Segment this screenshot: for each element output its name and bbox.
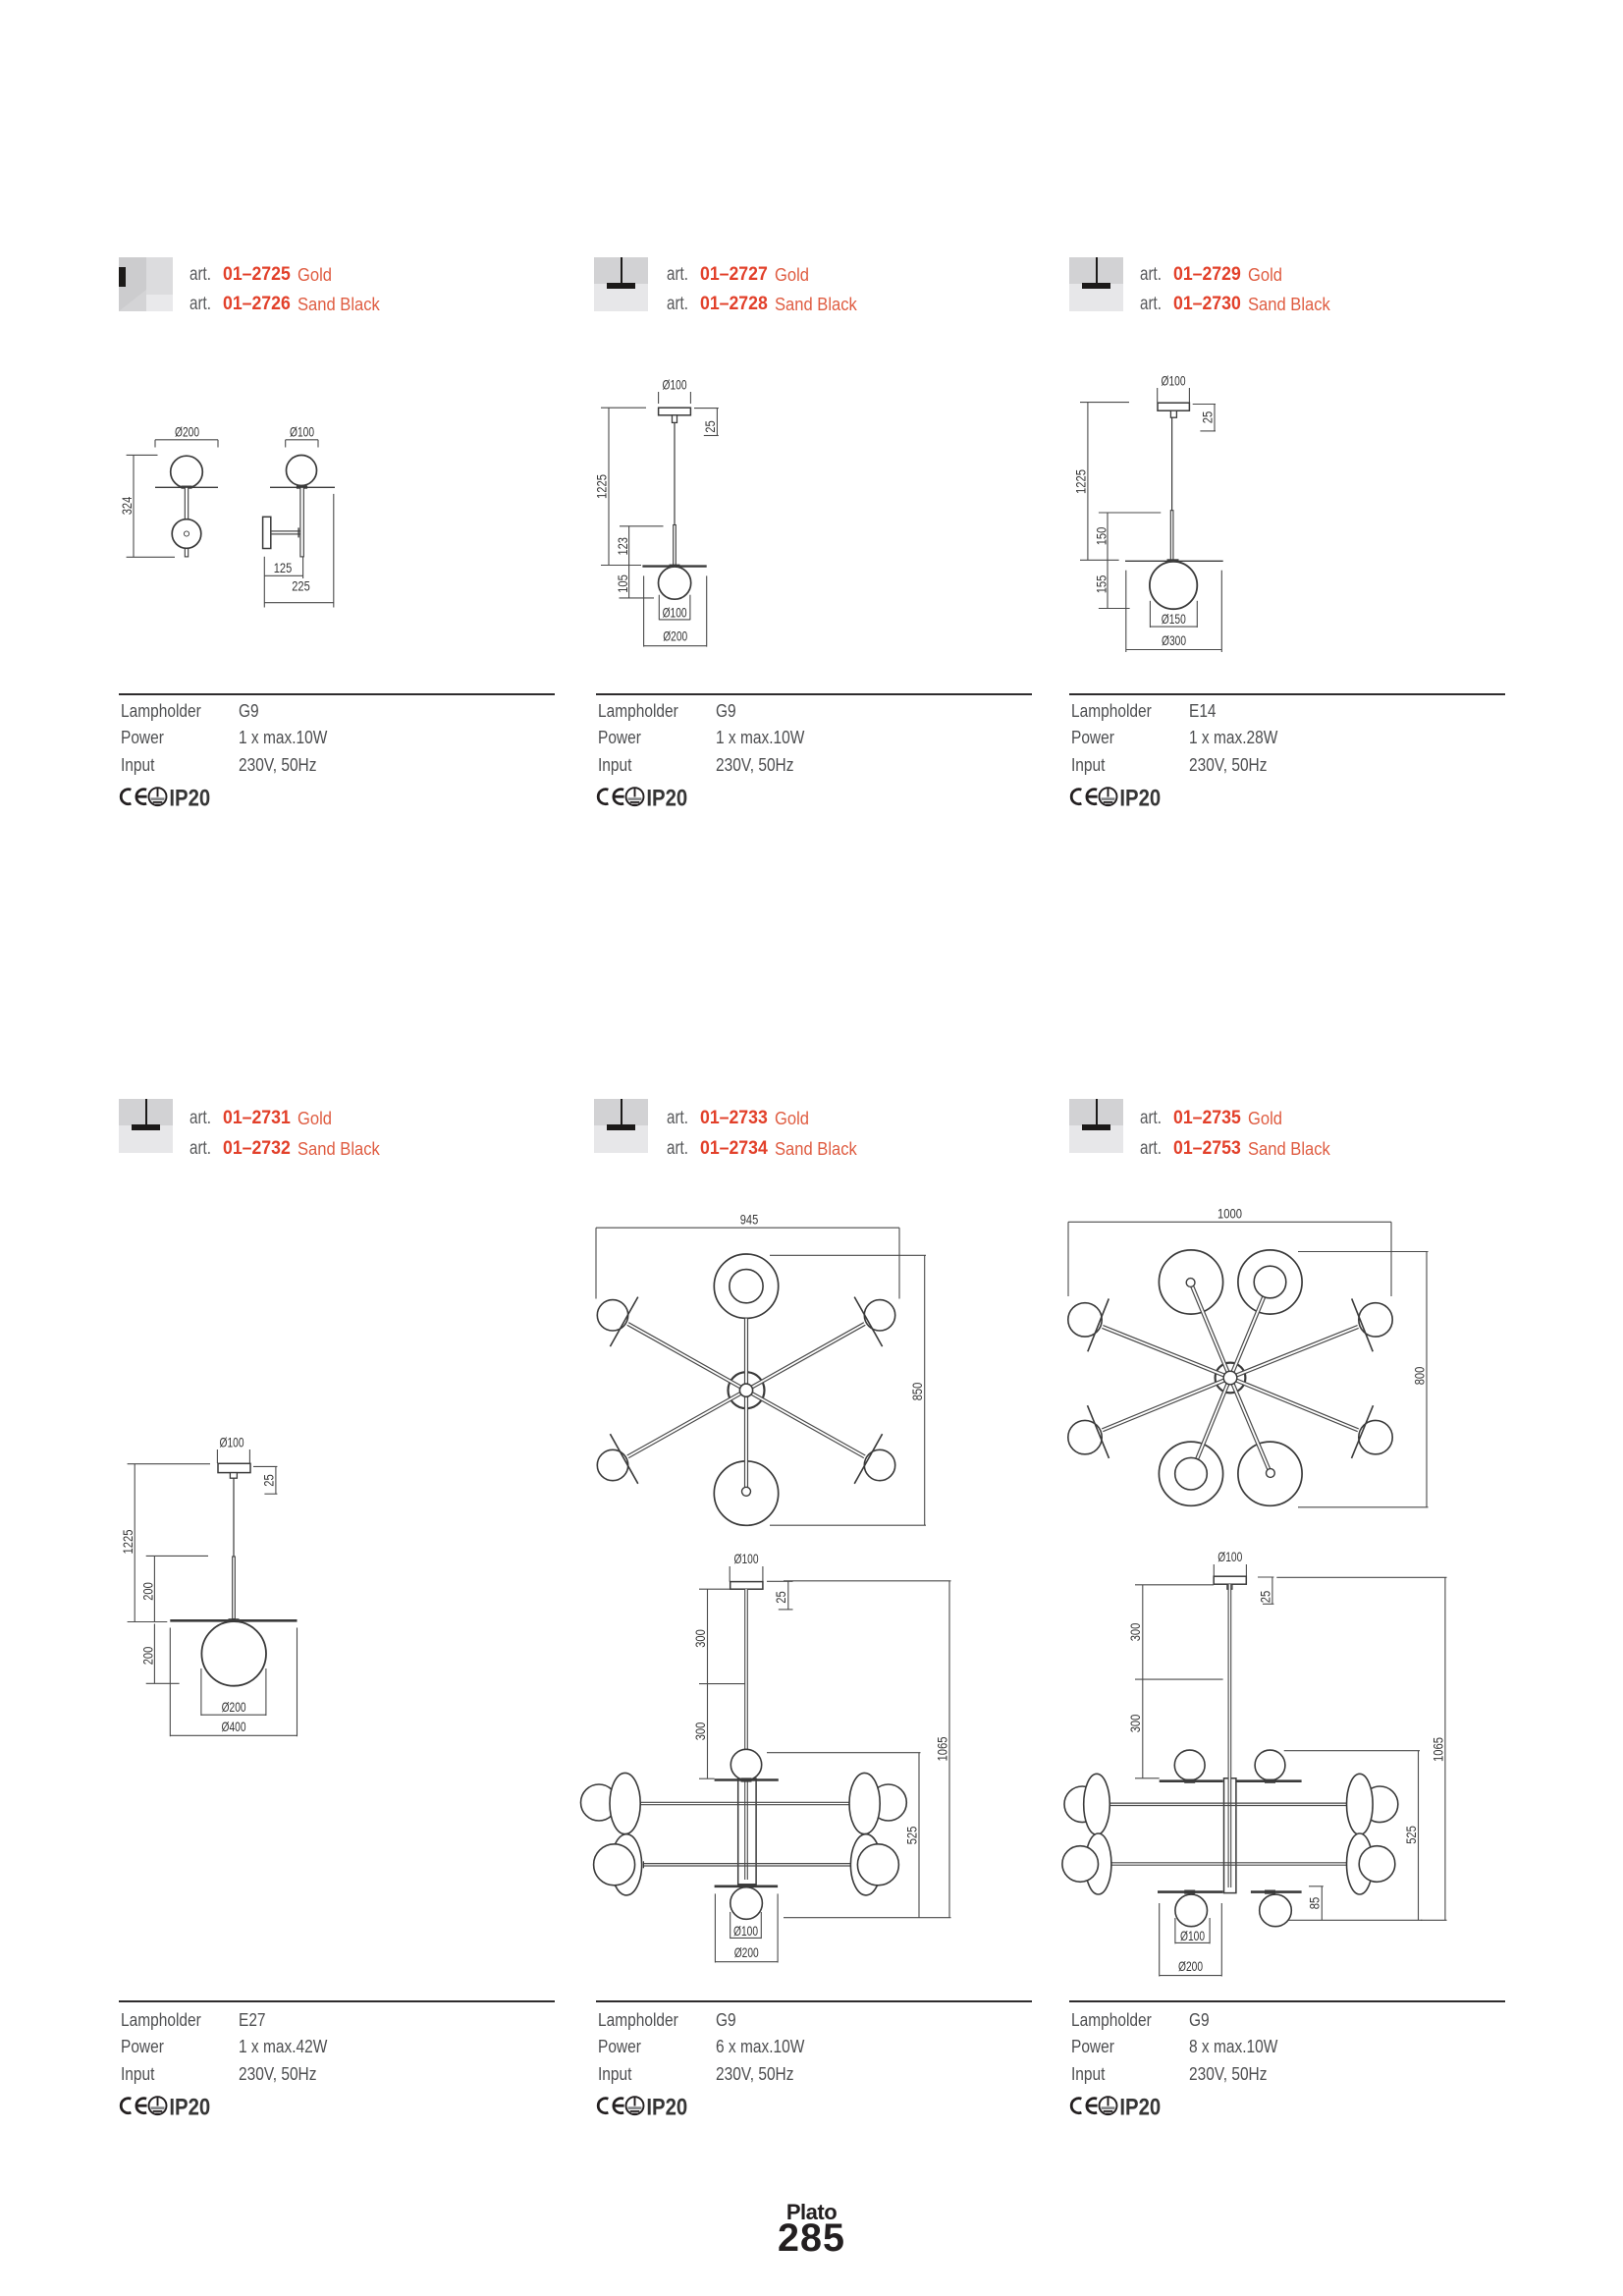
svg-text:300: 300: [692, 1722, 708, 1741]
svg-text:Ø200: Ø200: [663, 629, 687, 644]
svg-text:Ø100: Ø100: [1217, 1549, 1242, 1564]
svg-text:800: 800: [1411, 1367, 1427, 1386]
svg-text:Ø100: Ø100: [733, 1923, 758, 1939]
svg-text:IP20: IP20: [169, 786, 210, 812]
svg-text:25: 25: [1199, 411, 1215, 424]
svg-text:123: 123: [615, 537, 630, 556]
svg-text:225: 225: [292, 578, 310, 594]
svg-text:25: 25: [260, 1474, 276, 1487]
svg-text:Ø100: Ø100: [1162, 373, 1186, 389]
svg-text:25: 25: [1257, 1591, 1272, 1604]
svg-text:200: 200: [140, 1582, 156, 1601]
svg-text:1065: 1065: [934, 1736, 949, 1761]
svg-text:155: 155: [1093, 575, 1109, 594]
svg-text:1225: 1225: [1072, 469, 1088, 494]
svg-text:Ø200: Ø200: [175, 424, 199, 440]
svg-text:Ø300: Ø300: [1162, 632, 1186, 648]
svg-text:525: 525: [903, 1827, 919, 1845]
svg-text:Ø100: Ø100: [734, 1551, 759, 1566]
svg-text:IP20: IP20: [1119, 2095, 1161, 2121]
svg-text:Ø150: Ø150: [1162, 611, 1186, 627]
svg-text:125: 125: [274, 560, 293, 575]
svg-text:IP20: IP20: [646, 2095, 687, 2121]
svg-text:25: 25: [773, 1591, 788, 1604]
svg-text:105: 105: [615, 574, 630, 593]
svg-text:945: 945: [740, 1212, 759, 1228]
svg-text:Ø200: Ø200: [222, 1699, 246, 1715]
svg-text:Ø100: Ø100: [290, 424, 314, 440]
svg-text:1225: 1225: [120, 1529, 135, 1554]
svg-text:Ø200: Ø200: [1178, 1958, 1203, 1974]
svg-text:850: 850: [909, 1383, 925, 1401]
svg-text:1000: 1000: [1217, 1206, 1242, 1222]
svg-text:Ø400: Ø400: [222, 1719, 246, 1734]
svg-text:1065: 1065: [1430, 1737, 1445, 1762]
svg-text:85: 85: [1307, 1897, 1323, 1910]
svg-text:300: 300: [1127, 1623, 1143, 1642]
svg-text:300: 300: [1127, 1715, 1143, 1733]
svg-text:300: 300: [692, 1629, 708, 1648]
svg-text:Ø100: Ø100: [663, 377, 687, 393]
svg-text:IP20: IP20: [646, 786, 687, 812]
svg-text:Ø100: Ø100: [220, 1435, 244, 1450]
svg-text:Ø100: Ø100: [663, 605, 687, 621]
svg-text:IP20: IP20: [169, 2095, 210, 2121]
svg-text:25: 25: [702, 420, 718, 433]
svg-text:324: 324: [119, 497, 135, 516]
svg-text:200: 200: [140, 1647, 156, 1666]
svg-text:525: 525: [1403, 1826, 1419, 1844]
svg-text:1225: 1225: [593, 474, 609, 499]
svg-text:Ø200: Ø200: [734, 1944, 759, 1960]
svg-text:150: 150: [1093, 527, 1109, 546]
svg-text:IP20: IP20: [1119, 786, 1161, 812]
svg-text:Ø100: Ø100: [1180, 1928, 1205, 1943]
